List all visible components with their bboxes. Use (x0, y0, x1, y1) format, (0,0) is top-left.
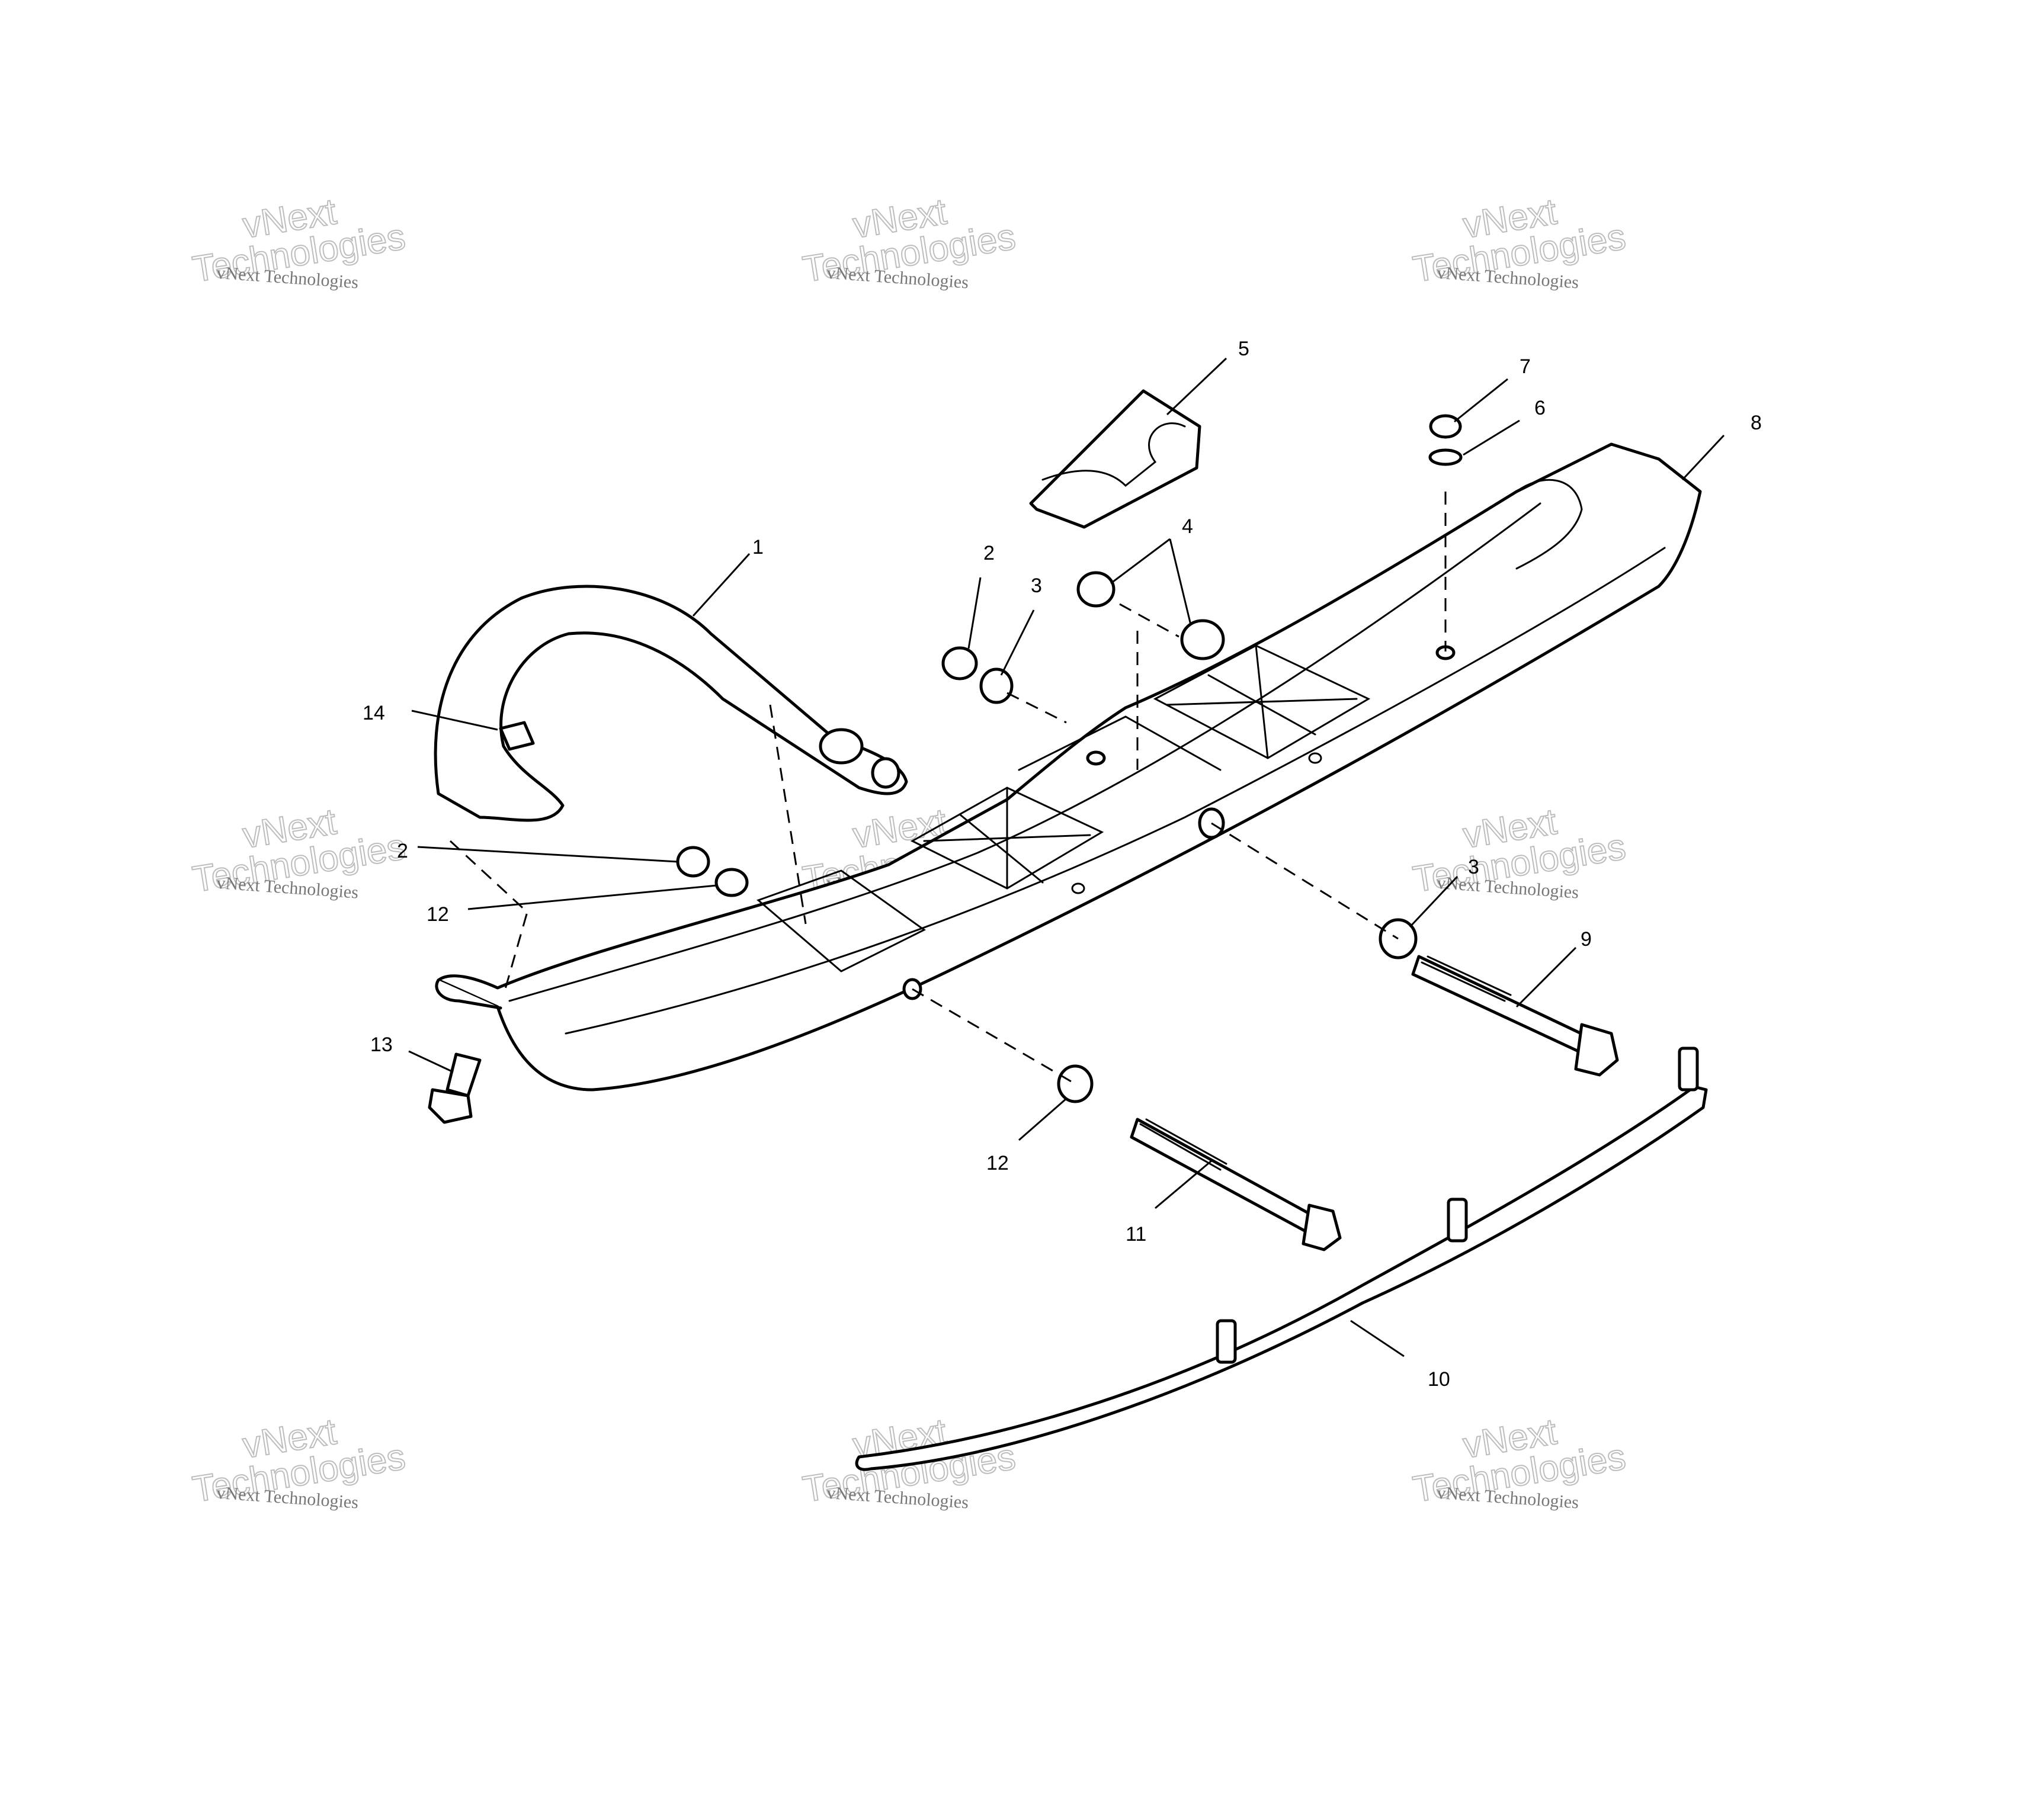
callout-13: 13 (370, 1033, 393, 1056)
callout-2-left: 2 (397, 840, 408, 862)
wear-bar (855, 1047, 1708, 1471)
saddle-block (1029, 389, 1201, 529)
washer-6 (1428, 448, 1463, 466)
callouts: 1 2 3 4 5 6 7 8 2 3 9 10 11 12 12 13 14 (363, 338, 1762, 1391)
leader-lines (408, 357, 1725, 1357)
callout-1: 1 (752, 536, 764, 558)
callout-3-top: 3 (1031, 574, 1042, 597)
bolt-11 (1130, 1118, 1342, 1251)
nut-2-top (941, 646, 978, 681)
ski-handle-loop (434, 585, 908, 822)
assembly-lines (449, 492, 1447, 1085)
callout-8: 8 (1751, 412, 1762, 434)
bushing-4b (1180, 619, 1225, 660)
callout-4: 4 (1182, 515, 1193, 538)
callout-12-bottom: 12 (986, 1152, 1009, 1174)
washer-3-top (979, 667, 1014, 704)
callout-2-top: 2 (983, 542, 995, 564)
callout-7: 7 (1520, 355, 1531, 378)
callout-5: 5 (1238, 338, 1249, 360)
callout-11: 11 (1126, 1223, 1146, 1246)
washer-12-left (714, 868, 749, 897)
clip-14 (499, 721, 535, 751)
callout-10: 10 (1428, 1368, 1450, 1391)
bolt-9 (1411, 955, 1619, 1077)
callout-6: 6 (1534, 397, 1546, 419)
nut-7 (1429, 414, 1462, 439)
hardware-group (499, 414, 1463, 1103)
nut-2-left (676, 846, 710, 878)
callout-12-left: 12 (427, 903, 449, 926)
bushing-4a (1076, 571, 1116, 608)
callout-14: 14 (363, 702, 385, 724)
bolt-13 (428, 1052, 482, 1124)
callout-3-right: 3 (1468, 856, 1479, 878)
callout-9: 9 (1581, 928, 1592, 951)
ski-body (435, 442, 1702, 1092)
washer-12-bottom (1057, 1064, 1094, 1103)
